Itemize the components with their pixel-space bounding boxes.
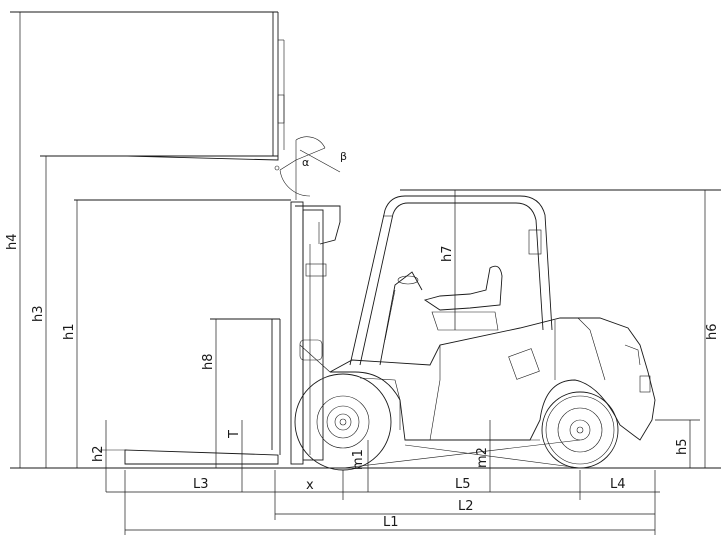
vertical-dimensions	[19, 12, 706, 492]
raised-carriage	[10, 11, 285, 161]
seat	[423, 265, 503, 331]
overhead-guard	[349, 189, 721, 366]
alpha-label: α	[302, 156, 309, 169]
label-h3: h3	[31, 305, 46, 322]
horizontal-dimensions	[106, 470, 660, 535]
label-L1: L1	[383, 515, 399, 530]
label-L3: L3	[193, 477, 209, 492]
rear-wheel	[541, 391, 619, 469]
label-m1: m1	[351, 449, 366, 470]
label-m2: m2	[475, 447, 490, 468]
chassis	[299, 317, 656, 441]
label-x: x	[306, 478, 314, 493]
label-L4: L4	[610, 477, 626, 492]
label-h2: h2	[91, 445, 106, 462]
mast	[74, 199, 341, 465]
label-L5: L5	[455, 477, 471, 492]
lowered-load	[100, 318, 281, 465]
label-h8: h8	[201, 353, 216, 370]
label-h1: h1	[62, 323, 77, 340]
beta-label: β	[340, 150, 347, 163]
label-L2: L2	[458, 499, 474, 514]
label-h5: h5	[675, 438, 690, 455]
label-h4: h4	[5, 233, 20, 250]
front-wheel	[294, 373, 392, 471]
tilt-angle-arcs	[274, 136, 341, 200]
label-h7: h7	[440, 245, 455, 262]
steering-column	[379, 271, 423, 366]
label-h6: h6	[705, 323, 720, 340]
label-T: T	[227, 430, 242, 439]
